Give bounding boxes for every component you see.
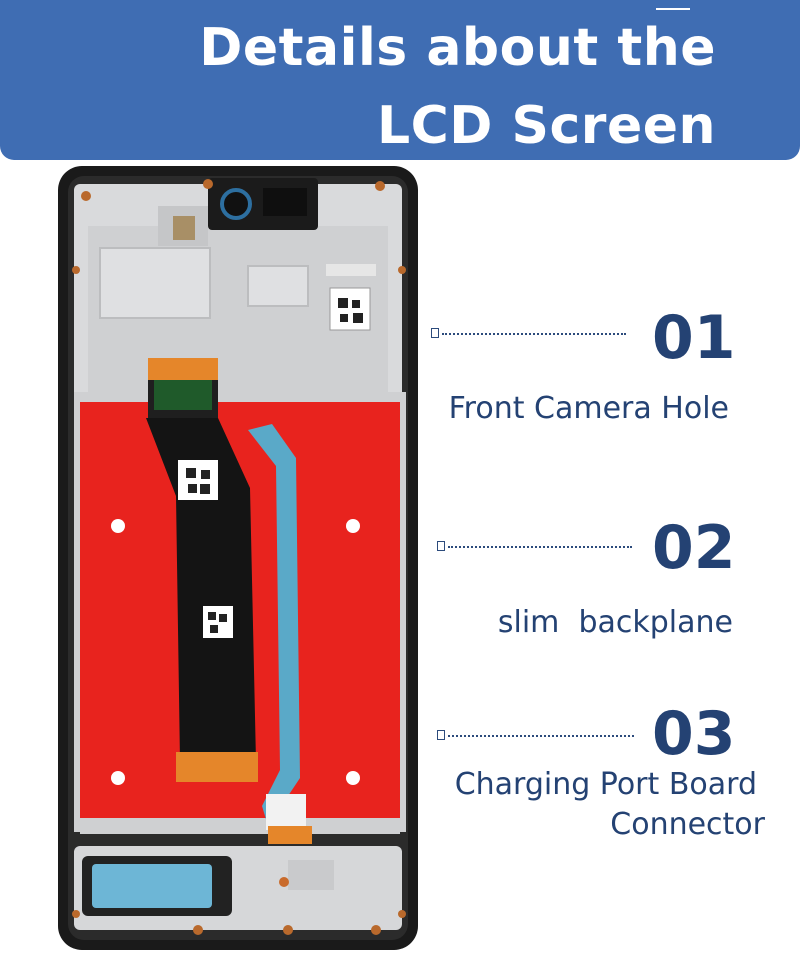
callout-03-label-line-2: Connector — [610, 807, 765, 842]
callout-02-leader-line — [448, 546, 632, 548]
callout-01-leader-line — [442, 333, 626, 335]
callout-01-number: 01 — [652, 303, 736, 373]
callout-02-number: 02 — [652, 513, 736, 583]
callout-03-leader-line — [448, 735, 634, 737]
header-title-line-1: Details about the — [199, 18, 716, 78]
header-title-line-2: LCD Screen — [376, 96, 716, 156]
banner-accent-line — [656, 8, 690, 10]
callout-01-marker — [431, 328, 439, 338]
callout-01-label: Front Camera Hole — [448, 391, 729, 426]
header-banner: Details about the LCD Screen — [0, 0, 800, 160]
charging-connector — [268, 826, 312, 844]
blue-flex-cable — [248, 424, 300, 826]
callout-03-number: 03 — [652, 699, 736, 769]
callout-02-marker — [437, 541, 445, 551]
main-flex-cable — [146, 418, 256, 762]
callout-02-label: slim backplane — [497, 605, 733, 640]
callout-03-label-line-1: Charging Port Board — [454, 767, 757, 802]
lcd-assembly-illustration — [58, 166, 418, 950]
callout-03-marker — [437, 730, 445, 740]
